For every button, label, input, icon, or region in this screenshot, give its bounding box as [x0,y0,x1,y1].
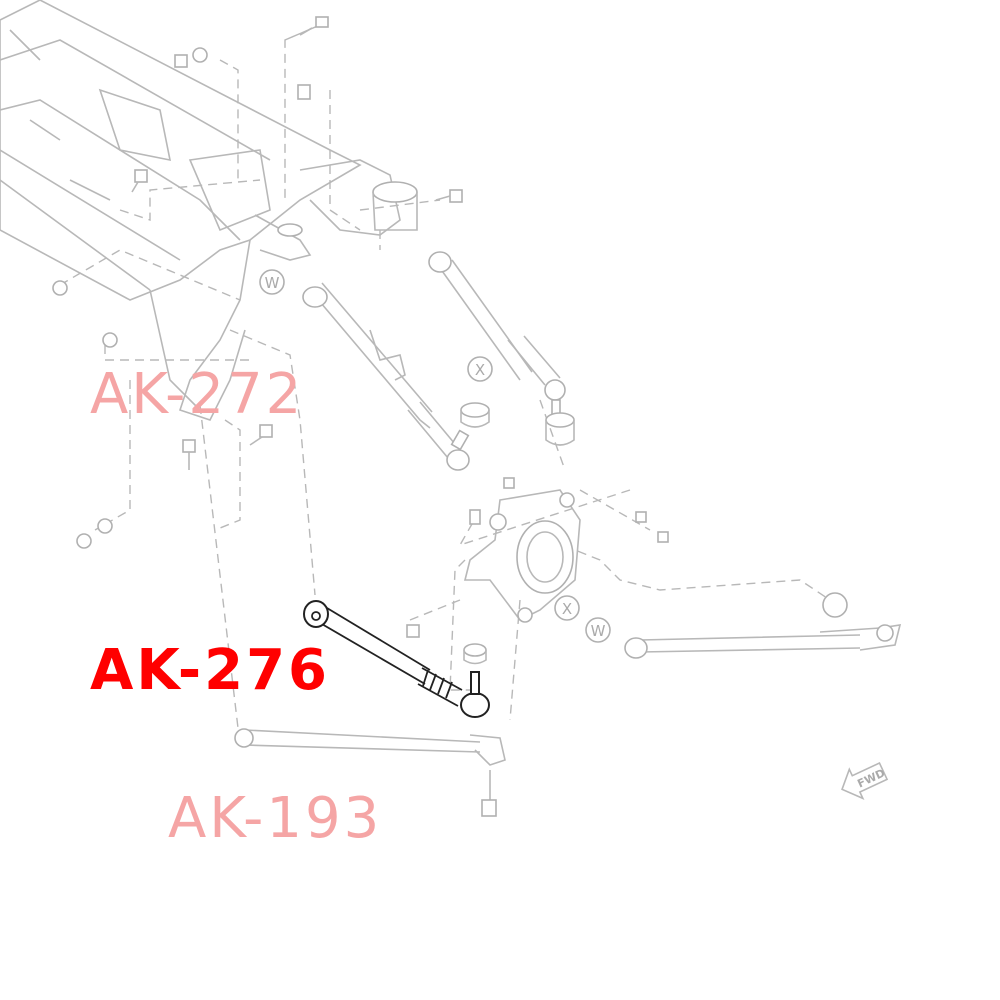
toe-arm-ak-276 [303,600,490,718]
rear-knuckle [463,489,581,623]
rear-subframe [0,0,418,421]
lower-arm-ak-193 [234,728,506,817]
bushings [460,402,848,665]
svg-text:W: W [591,622,606,640]
assembly-leader-lines [59,24,831,746]
part-label-ak-193: AK-193 [168,786,383,851]
marker-x-1: X [467,356,493,382]
rear-link-arm [428,251,566,421]
svg-text:W: W [265,274,280,292]
svg-text:X: X [562,600,572,618]
part-label-ak-276[interactable]: AK-276 [90,638,331,703]
fasteners [52,16,669,638]
part-label-ak-272: AK-272 [90,362,305,427]
svg-text:X: X [475,361,485,379]
marker-x-2: X [554,595,580,621]
upper-arm-ak-272 [302,282,470,471]
lateral-link [624,624,902,659]
marker-w-1: W [259,269,285,295]
forward-direction-arrow: FWD [841,761,889,800]
marker-w-2: W [585,617,611,643]
